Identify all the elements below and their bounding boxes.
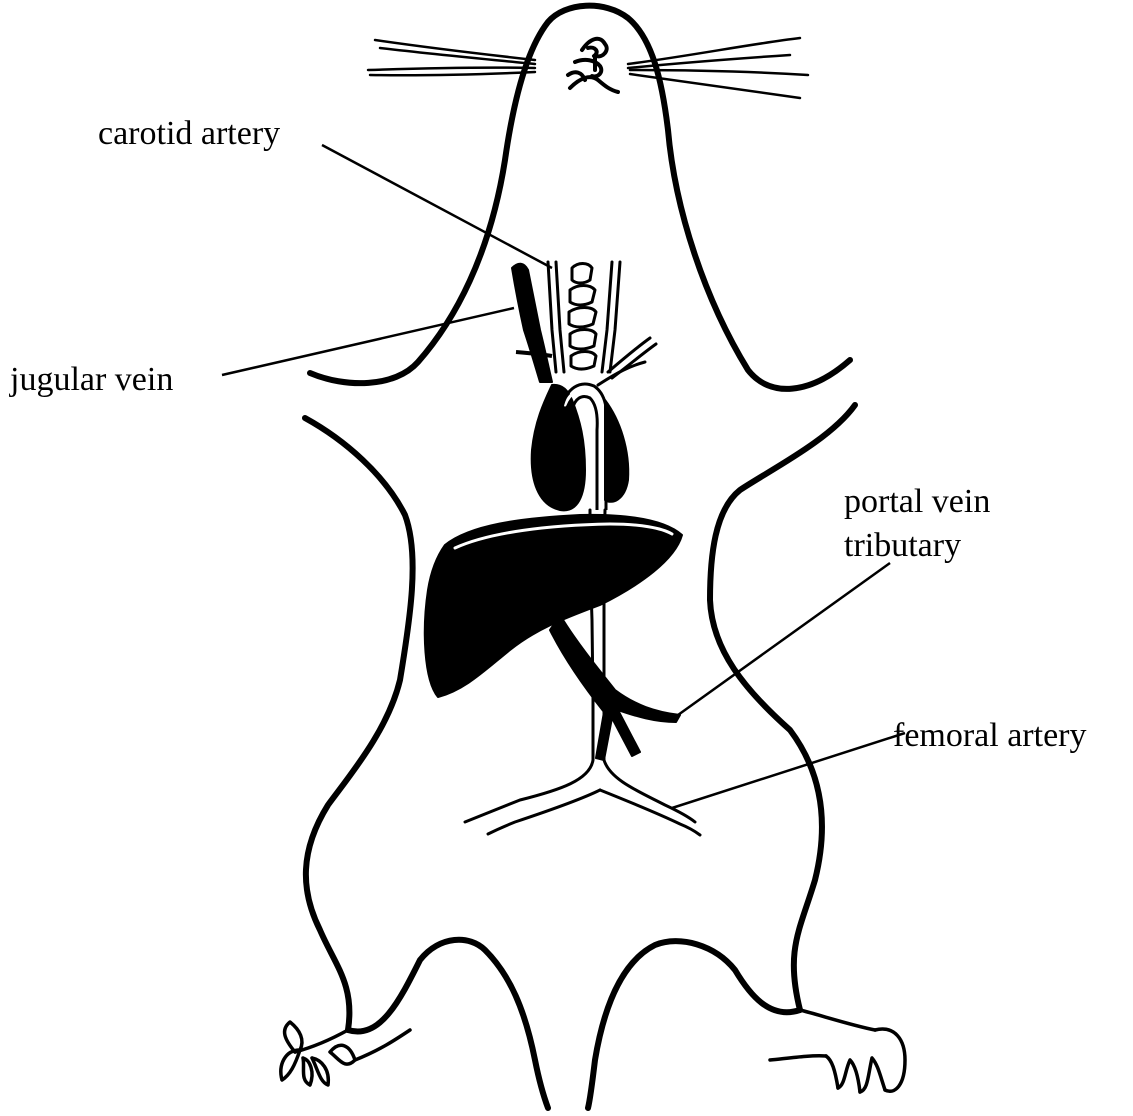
whiskers-left xyxy=(368,40,535,75)
jugular-vein-shape xyxy=(512,264,552,382)
body-outline-right xyxy=(710,405,855,1010)
foot-left xyxy=(281,1022,410,1085)
hind-leg-right xyxy=(588,941,800,1108)
leader-jugular xyxy=(222,308,514,375)
label-femoral-artery: femoral artery xyxy=(893,719,1087,753)
label-portal-vein-tributary: tributary xyxy=(844,529,961,563)
liver xyxy=(425,515,682,697)
trachea xyxy=(548,262,620,372)
nose-mouth xyxy=(568,39,618,92)
leader-carotid xyxy=(322,145,552,268)
portal-vein xyxy=(550,615,680,760)
label-jugular-vein: jugular vein xyxy=(10,363,173,397)
heart-right-lobe xyxy=(605,400,628,502)
leader-femoral xyxy=(672,733,905,808)
head-outline xyxy=(310,6,850,389)
heart xyxy=(532,385,585,510)
foot-right xyxy=(770,1010,905,1092)
hind-leg-left xyxy=(348,940,548,1108)
label-portal-vein: portal vein xyxy=(844,485,990,519)
body-outline-left xyxy=(305,418,413,1030)
label-carotid-artery: carotid artery xyxy=(98,117,280,151)
jugular-branch xyxy=(516,352,552,356)
